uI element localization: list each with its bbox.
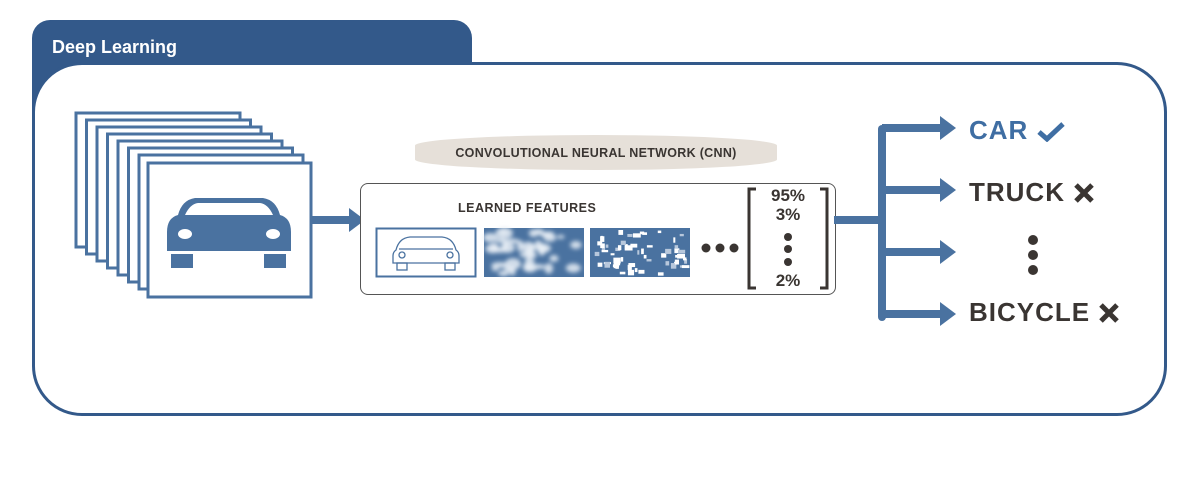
ellipsis-dots	[701, 243, 739, 253]
page-title: Deep Learning	[52, 37, 178, 57]
vertical-dots	[784, 233, 792, 266]
output-tree	[834, 116, 956, 326]
feature-tile-car	[375, 227, 477, 278]
probability-bracket	[747, 187, 829, 290]
prob-truck: 3%	[775, 205, 801, 224]
learned-features-label: LEARNED FEATURES	[458, 201, 597, 215]
prob-car: 95%	[770, 186, 806, 205]
class-label: BICYCLE	[969, 297, 1091, 327]
class-label: CAR	[969, 115, 1029, 145]
car-icon	[167, 198, 291, 268]
class-label: TRUCK	[969, 177, 1065, 207]
feature-tile-pixels	[590, 228, 690, 277]
class-bicycle: BICYCLE	[969, 297, 1120, 328]
arrow-to-cnn	[311, 208, 365, 232]
prob-bicycle: 2%	[775, 271, 801, 290]
cnn-label: CONVOLUTIONAL NEURAL NETWORK (CNN)	[415, 135, 777, 170]
class-car: CAR	[969, 115, 1066, 146]
x-icon	[1074, 182, 1094, 203]
check-icon	[1037, 121, 1066, 142]
class-ellipsis	[1028, 235, 1038, 275]
x-icon	[1099, 302, 1119, 323]
feature-tile-blurred	[483, 227, 584, 277]
class-truck: TRUCK	[969, 177, 1095, 208]
car-outline-icon	[392, 236, 460, 271]
